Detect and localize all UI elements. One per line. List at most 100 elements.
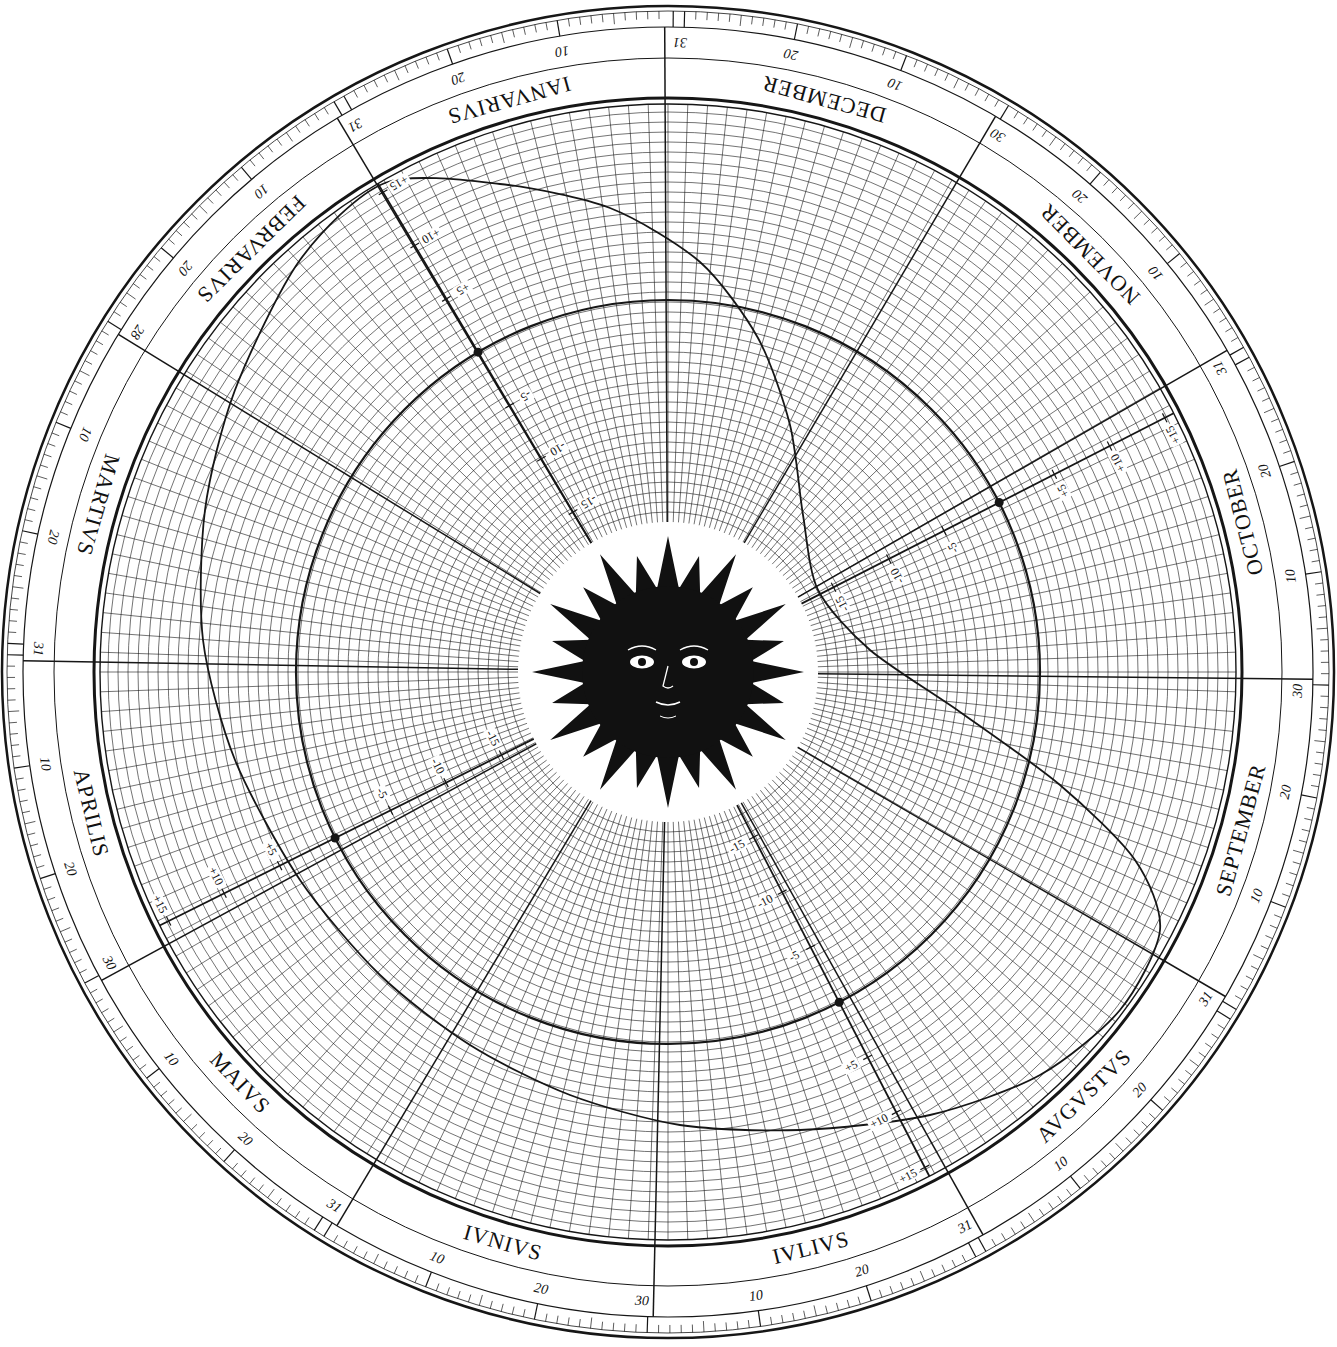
day-tick	[785, 22, 786, 30]
day-tick	[161, 248, 173, 258]
month-boundary	[102, 744, 537, 981]
scale-line	[160, 739, 534, 926]
day-tick	[1033, 124, 1037, 131]
scale-value: -5	[944, 539, 961, 557]
day-tick	[458, 45, 461, 53]
day-tick	[11, 744, 19, 746]
day-tick	[1090, 172, 1100, 184]
sun-disk	[582, 586, 754, 758]
day-tick	[426, 57, 429, 64]
day-tick	[1315, 763, 1323, 764]
day-tick	[1313, 774, 1321, 775]
day-tick	[624, 1324, 626, 1332]
day-tick	[901, 56, 907, 71]
day-tick	[16, 778, 24, 779]
day-tick	[858, 1297, 860, 1305]
day-tick	[140, 1064, 146, 1069]
day-tick	[1011, 1228, 1015, 1235]
day-tick	[48, 444, 56, 447]
grid-spoke	[729, 809, 899, 1191]
grid-spoke	[815, 703, 1224, 790]
day-tick	[1000, 105, 1008, 119]
orbit-dot	[474, 348, 483, 357]
grid-spoke	[474, 813, 617, 1206]
day-tick	[1304, 818, 1312, 820]
day-tick	[965, 83, 969, 90]
day-tick	[65, 401, 72, 404]
day-tick	[40, 465, 48, 468]
grid-spoke	[318, 224, 575, 553]
day-tick	[1151, 228, 1157, 233]
grid-spoke	[818, 682, 1235, 711]
day-number: 28	[128, 323, 147, 342]
day-tick	[8, 643, 24, 645]
day-tick	[1279, 461, 1294, 466]
day-tick	[557, 1316, 558, 1324]
grid-spoke	[401, 170, 597, 539]
grid-spoke	[531, 818, 632, 1224]
day-tick	[133, 1055, 139, 1060]
grid-spoke	[101, 632, 518, 661]
scale-tick	[442, 296, 451, 301]
day-tick	[546, 1314, 547, 1322]
day-tick	[324, 107, 328, 114]
day-tick	[96, 999, 103, 1003]
day-number: 30	[1290, 684, 1304, 698]
day-tick	[22, 531, 38, 534]
day-tick	[1247, 367, 1254, 371]
day-tick	[1014, 111, 1018, 118]
day-tick	[935, 69, 938, 76]
day-tick	[14, 766, 30, 768]
grid-spoke	[734, 161, 917, 537]
day-number: 31	[325, 1197, 344, 1216]
day-tick	[861, 41, 863, 49]
day-tick	[945, 73, 948, 80]
day-tick	[277, 139, 282, 145]
day-tick	[60, 412, 67, 415]
scale-lines	[160, 184, 1174, 1177]
grid-spoke	[455, 811, 612, 1199]
grid-spoke	[128, 496, 526, 625]
day-tick	[224, 1150, 235, 1162]
day-tick	[1320, 639, 1328, 640]
grid-spoke	[141, 459, 529, 616]
grid-spoke	[384, 180, 593, 542]
grid-spoke	[714, 132, 843, 530]
day-tick	[774, 20, 775, 28]
day-tick	[79, 969, 86, 973]
grid-spoke	[103, 688, 519, 732]
month-boundary	[818, 674, 1313, 680]
day-tick	[13, 587, 24, 588]
day-tick	[1112, 187, 1117, 193]
day-tick	[924, 64, 927, 71]
day-tick	[1270, 925, 1277, 928]
scale-tick	[505, 403, 514, 408]
day-tick	[1231, 337, 1238, 341]
day-tick	[636, 12, 637, 20]
grid-spoke	[789, 760, 1127, 1006]
day-tick	[25, 520, 33, 522]
grid-spoke	[437, 809, 607, 1191]
sun-brow	[680, 646, 708, 650]
day-tick	[804, 1311, 806, 1319]
day-tick	[426, 1272, 432, 1287]
day-tick	[353, 1246, 357, 1253]
day-number: 20	[1278, 784, 1294, 800]
day-tick	[602, 14, 604, 22]
day-tick	[199, 1132, 205, 1138]
day-tick	[512, 1307, 514, 1315]
day-tick	[480, 38, 482, 46]
grid-spoke	[384, 802, 593, 1164]
grid-spoke	[419, 161, 602, 537]
day-tick	[942, 1265, 945, 1272]
day-tick	[1318, 605, 1326, 607]
day-tick	[1223, 1001, 1237, 1009]
grid-spoke	[117, 535, 523, 636]
sun-pupil	[638, 658, 646, 666]
day-tick	[1283, 451, 1291, 454]
scale-tick	[806, 945, 815, 950]
day-tick	[1297, 494, 1305, 496]
day-tick	[85, 361, 92, 365]
